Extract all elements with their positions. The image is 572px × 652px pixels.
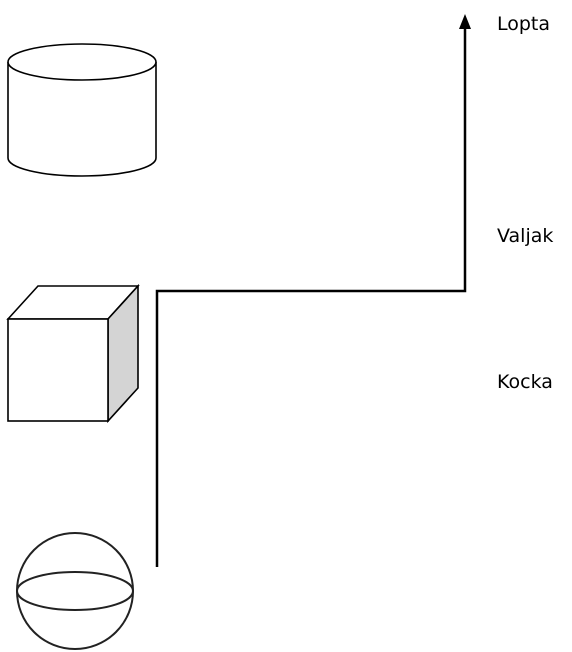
cube-front-face xyxy=(7,318,109,422)
sphere-shape xyxy=(16,532,134,650)
cube-shape xyxy=(6,283,140,424)
label-lopta: Lopta xyxy=(497,13,551,35)
arrow-head-icon xyxy=(459,14,471,29)
ordering-path-line xyxy=(155,28,467,567)
label-kocka: Kocka xyxy=(497,371,553,393)
cylinder-shape xyxy=(7,43,157,177)
label-valjak: Valjak xyxy=(497,225,554,247)
